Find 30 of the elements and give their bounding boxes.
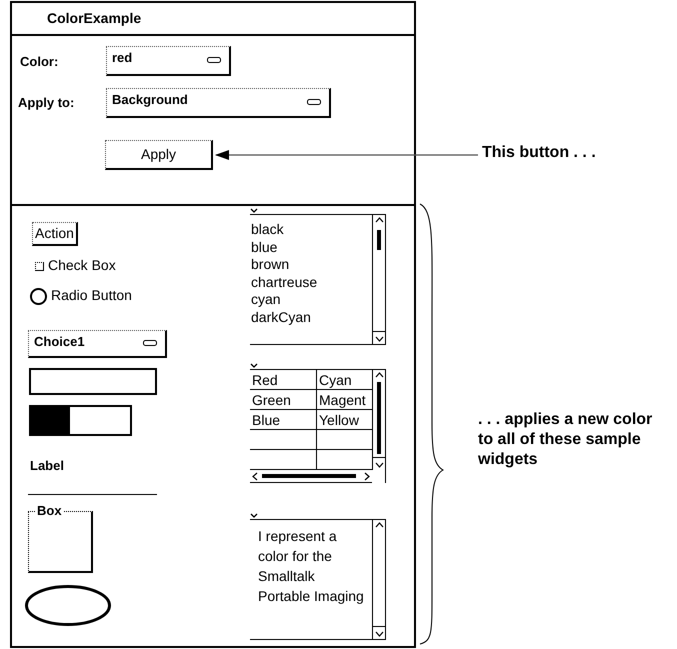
table-cell: Red	[250, 370, 316, 390]
callout-text: This button . . .	[482, 143, 596, 163]
radio-button-label: Radio Button	[51, 287, 132, 303]
list-item: cyan	[251, 291, 281, 307]
text-paragraph: I represent a color for the Smalltalk Portable Imaging	[258, 527, 365, 606]
callout-text: . . . applies a new color to all of these sample widgets	[478, 410, 654, 470]
table-cell: Blue	[250, 410, 316, 430]
table-cell: Magent	[316, 390, 372, 410]
table-cell: Yellow	[316, 410, 372, 430]
dropdown-menu: Background	[106, 88, 331, 118]
checkbox-label: Check Box	[48, 257, 116, 273]
window-frame	[10, 1, 416, 648]
list-item: brown	[251, 256, 290, 272]
table-cell: Cyan	[316, 370, 372, 390]
list-item: darkCyan	[251, 308, 311, 324]
table-cell: Green	[250, 390, 316, 410]
arrow	[215, 150, 478, 160]
dropdown-menu: Choice1	[28, 330, 167, 358]
action-button: Action	[32, 222, 78, 246]
field-label: Apply to:	[18, 95, 74, 110]
label-text: Label	[30, 458, 64, 473]
list-item: chartreuse	[251, 274, 318, 290]
group-box-title: Box	[35, 503, 64, 518]
field-label: Color:	[20, 54, 58, 69]
apply-button: Apply	[105, 140, 213, 170]
dropdown-menu: red	[106, 46, 231, 76]
list-item: blue	[251, 238, 278, 254]
list-item: black	[251, 221, 284, 237]
ellipse-shape	[25, 585, 111, 626]
window-title: ColorExample	[47, 10, 142, 26]
